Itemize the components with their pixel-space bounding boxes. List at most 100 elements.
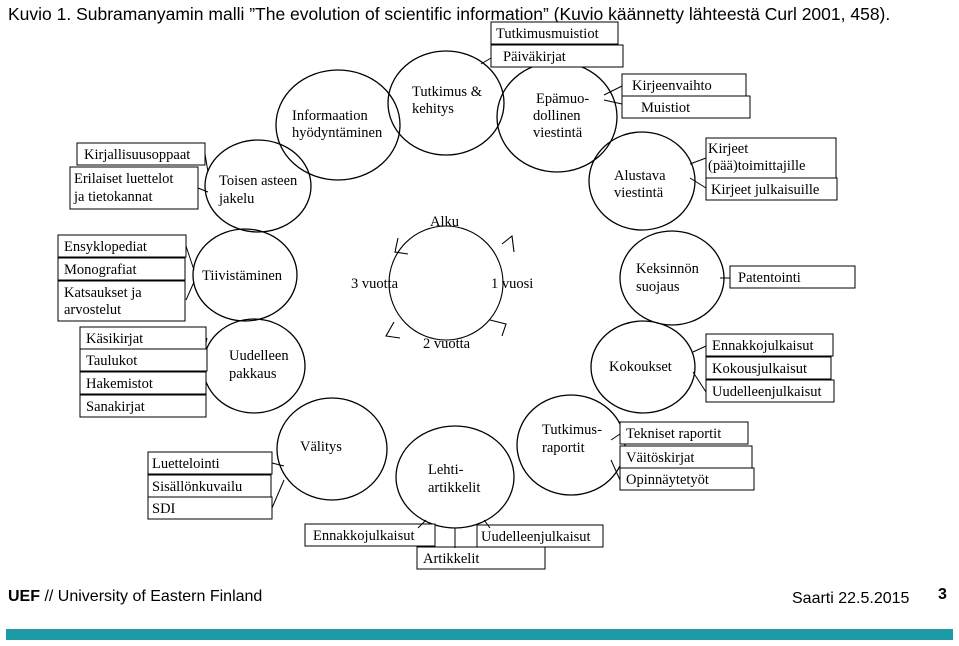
label-three-years: 3 vuotta xyxy=(351,276,399,292)
label-ennakkojulkaisut-right: Ennakkojulkaisut xyxy=(712,338,814,354)
label-kokousjulkaisut: Kokousjulkaisut xyxy=(712,361,807,377)
box-paivakirjat xyxy=(490,44,624,68)
label-tutkimusraportit: Tutkimus-raportit xyxy=(542,422,602,456)
label-kirjeet-julkaisuille: Kirjeet julkaisuille xyxy=(711,182,819,198)
label-tekniset-raportit: Tekniset raportit xyxy=(626,426,721,442)
box-uudelleenjulkaisut-bottom xyxy=(476,524,604,548)
connector-epamuodollinen-2 xyxy=(603,99,623,105)
box-uudelleenjulkaisut-right xyxy=(705,379,835,403)
connector-tiivistaminen-2 xyxy=(185,281,195,301)
label-one-year: 1 vuosi xyxy=(491,276,533,292)
label-kasikirjat: Käsikirjat xyxy=(86,331,143,347)
box-kirjeet-toimittajille xyxy=(705,137,837,179)
label-alku: Alku xyxy=(430,214,459,230)
box-muistiot xyxy=(621,95,751,119)
footer-color-bar xyxy=(6,629,953,640)
connector-lehti-1 xyxy=(417,519,427,529)
label-muistiot: Muistiot xyxy=(641,100,690,116)
center-circle xyxy=(388,225,504,341)
footer-page-number: 3 xyxy=(938,586,947,603)
center-arrow-right xyxy=(501,234,515,253)
label-artikkelit: Artikkelit xyxy=(423,551,479,567)
label-opinnaytetyot: Opinnäytetyöt xyxy=(626,472,709,488)
label-sisallonkuvailu: Sisällönkuvailu xyxy=(152,479,242,495)
connector-toisen-asteen-2 xyxy=(197,187,209,193)
connector-tiivistaminen-1 xyxy=(185,245,195,271)
label-kirjeet-toimittajille: Kirjeet(pää)toimittajille xyxy=(708,141,805,174)
footer-uef-logo-text: UEF xyxy=(8,588,40,605)
label-sanakirjat: Sanakirjat xyxy=(86,399,145,415)
figure-caption: Kuvio 1. Subramanyamin malli ”The evolut… xyxy=(8,4,891,24)
box-katsaukset xyxy=(57,280,186,322)
label-kirjeenvaihto: Kirjeenvaihto xyxy=(632,78,712,94)
label-kirjallisuusoppaat: Kirjallisuusoppaat xyxy=(84,147,190,163)
center-labels: Alku 3 vuotta 1 vuosi 2 vuotta xyxy=(351,214,533,352)
ellipse-informaation xyxy=(275,69,401,181)
box-kokousjulkaisut xyxy=(705,356,832,380)
label-ensyklopediat: Ensyklopediat xyxy=(64,239,147,255)
connector-valitys-2 xyxy=(271,479,285,509)
label-patentointi: Patentointi xyxy=(738,270,801,286)
connector-valitys-1 xyxy=(271,462,285,467)
connector-tutkimus xyxy=(480,57,492,65)
ellipse-keksinnon xyxy=(619,230,725,326)
center-cycle xyxy=(385,225,515,341)
connector-lines xyxy=(185,57,730,548)
box-patentointi xyxy=(729,265,856,289)
label-sdi: SDI xyxy=(152,501,176,517)
ellipse-tutkimusraportit xyxy=(516,394,626,496)
connector-uudelleen-1 xyxy=(205,337,208,344)
box-tekniset-raportit xyxy=(619,421,749,445)
label-monografiat: Monografiat xyxy=(64,262,136,278)
label-uudelleenjulkaisut-right: Uudelleenjulkaisut xyxy=(712,384,822,400)
box-ennakkojulkaisut-right xyxy=(705,333,834,357)
connector-lehti-3 xyxy=(483,519,491,529)
footer-university-name: // University of Eastern Finland xyxy=(40,588,263,605)
connector-alustava-2 xyxy=(689,177,707,189)
ellipse-tutkimus xyxy=(387,50,505,156)
label-ennakkojulkaisut-bottom: Ennakkojulkaisut xyxy=(313,528,415,544)
ellipse-toisen-asteen xyxy=(204,139,312,233)
footer-date: Saarti 22.5.2015 xyxy=(792,590,910,607)
box-erilaiset-luettelot xyxy=(69,166,199,210)
center-arrow-left xyxy=(385,321,401,339)
box-ennakkojulkaisut-bottom xyxy=(304,523,436,547)
box-taulukot xyxy=(79,348,208,372)
connector-toisen-asteen-1 xyxy=(204,153,209,173)
label-uudelleenjulkaisut-bottom: Uudelleenjulkaisut xyxy=(481,529,591,545)
ellipse-valitys xyxy=(276,397,388,501)
ellipse-tiivistaminen xyxy=(192,228,298,322)
connector-tutkimusraportit-2 xyxy=(610,459,621,481)
box-hakemistot xyxy=(79,371,207,395)
label-vaitoskirjat: Väitöskirjat xyxy=(626,450,694,466)
connector-kokoukset-1 xyxy=(692,345,707,353)
label-tiivistaminen: Tiivistäminen xyxy=(202,268,283,284)
label-kokoukset: Kokoukset xyxy=(609,359,672,375)
box-kirjeet-julkaisuille xyxy=(705,177,838,201)
center-arrow-bottom xyxy=(489,319,507,337)
label-lehtiartikkelit: Lehti-artikkelit xyxy=(428,462,480,496)
connector-epamuodollinen-1 xyxy=(603,85,623,96)
label-paivakirjat: Päiväkirjat xyxy=(503,49,566,65)
label-tutkimus: Tutkimus &kehitys xyxy=(412,84,483,117)
connector-kokoukset-2 xyxy=(692,371,707,393)
box-tutkimusmuistiot xyxy=(490,21,619,45)
ellipse-kokoukset xyxy=(590,320,696,414)
footer-university: UEF // University of Eastern Finland xyxy=(8,588,262,606)
label-two-years: 2 vuotta xyxy=(423,336,471,352)
box-monografiat xyxy=(57,257,186,281)
label-taulukot: Taulukot xyxy=(86,353,137,369)
label-luettelointi: Luettelointi xyxy=(152,456,220,472)
label-tutkimusmuistiot: Tutkimusmuistiot xyxy=(496,26,599,42)
connector-tutkimusraportit-1 xyxy=(610,433,621,441)
box-labels: Tutkimusmuistiot Päiväkirjat Kirjeenvaih… xyxy=(64,26,822,567)
